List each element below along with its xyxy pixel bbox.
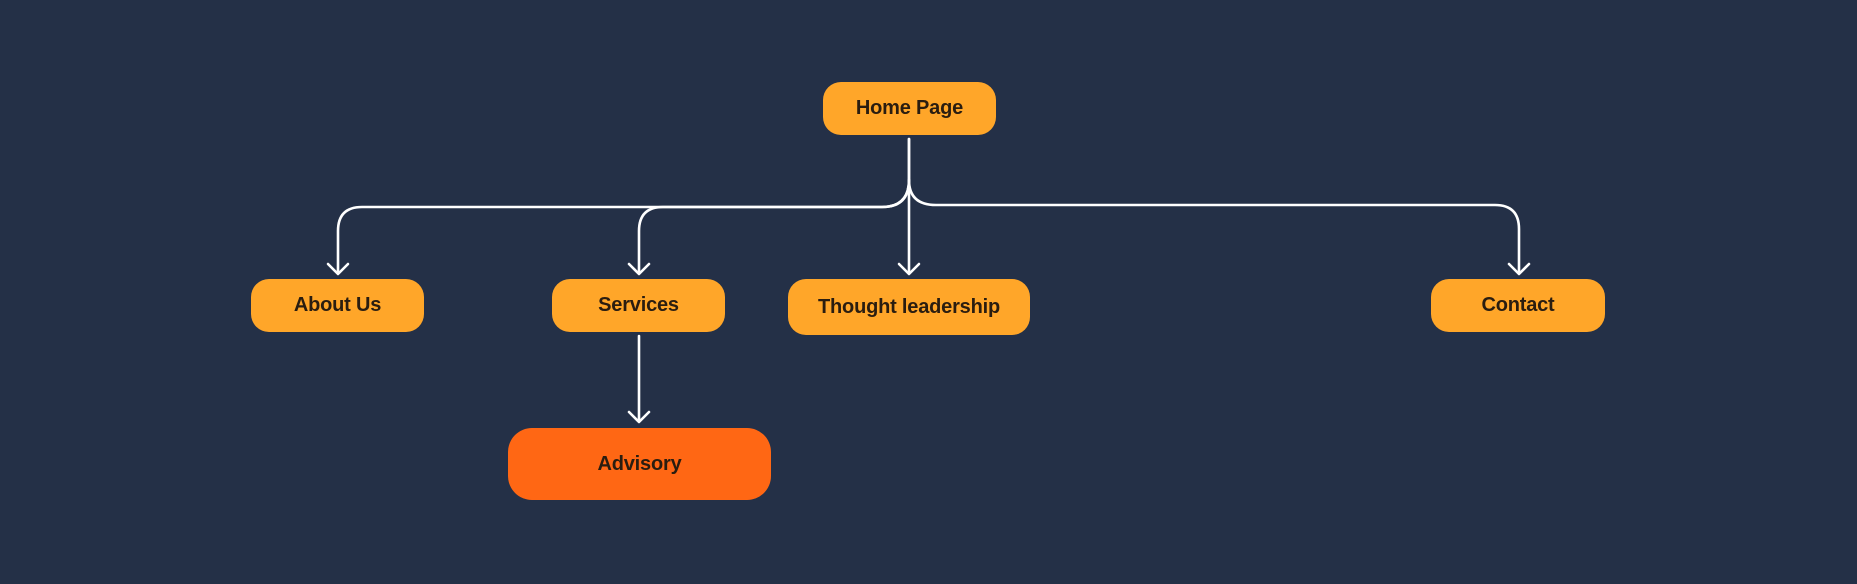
node-services[interactable]: Services: [552, 279, 725, 332]
arrowhead-advisory: [627, 410, 651, 424]
node-thought-leadership[interactable]: Thought leadership: [788, 279, 1030, 335]
node-contact[interactable]: Contact: [1431, 279, 1605, 332]
connector-home-contact: [907, 178, 1521, 275]
node-advisory[interactable]: Advisory: [508, 428, 771, 500]
node-home-page[interactable]: Home Page: [823, 82, 996, 135]
node-about-us[interactable]: About Us: [251, 279, 424, 332]
arrowhead-thought: [897, 262, 921, 276]
arrowhead-contact: [1507, 262, 1531, 276]
connector-home-services: [637, 178, 911, 275]
arrowhead-services: [627, 262, 651, 276]
arrowhead-about: [326, 262, 350, 276]
